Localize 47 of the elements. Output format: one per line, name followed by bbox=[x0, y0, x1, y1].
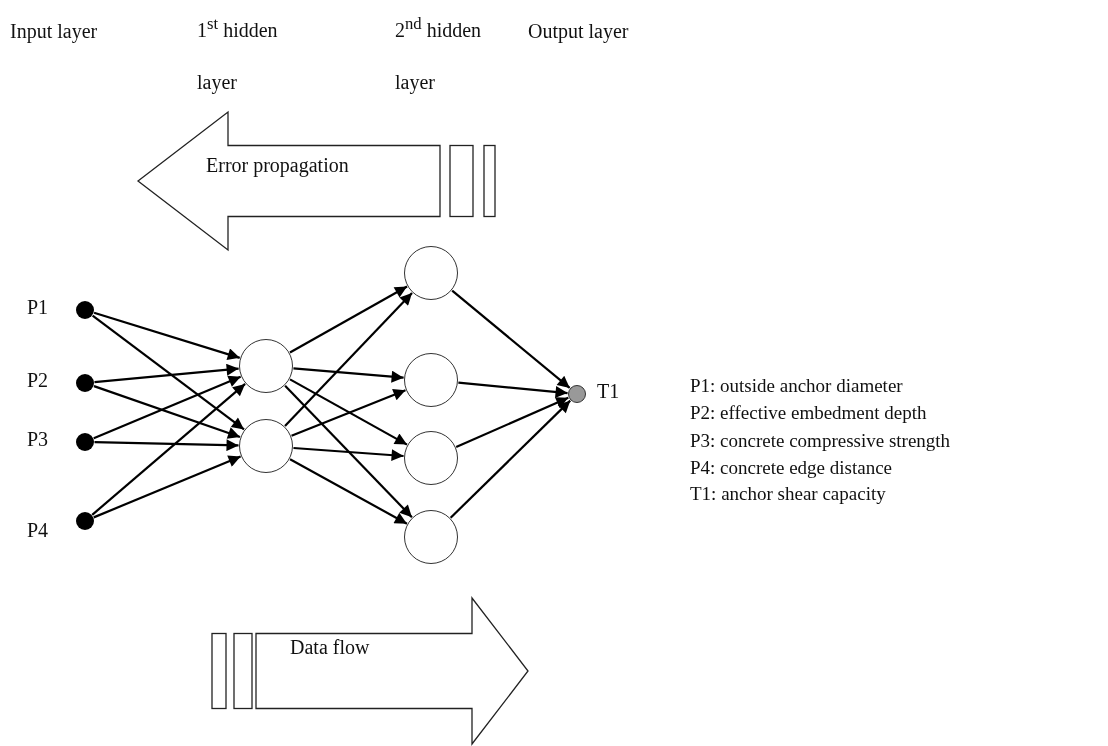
arrow-text: Data flow bbox=[290, 636, 370, 659]
input-node-dot bbox=[76, 433, 94, 451]
arrow bbox=[293, 446, 404, 462]
arrow-text: Error propagation bbox=[206, 154, 349, 177]
legend-text: P2: effective embedment depth bbox=[690, 401, 927, 425]
arrow bbox=[93, 311, 241, 361]
arrow bbox=[93, 385, 241, 439]
neuron-circle bbox=[239, 419, 293, 473]
input-node-dot bbox=[76, 374, 94, 392]
arrow bbox=[449, 399, 571, 519]
arrow bbox=[289, 458, 408, 525]
neuron-circle bbox=[239, 339, 293, 393]
neuron-circle bbox=[404, 246, 458, 300]
arrow bbox=[455, 396, 569, 448]
layer-heading: 1$^{st}$ hidden layer bbox=[197, 13, 279, 96]
arrow bbox=[91, 383, 246, 516]
arrow bbox=[289, 285, 408, 354]
legend-text: P4: concrete edge distance bbox=[690, 456, 893, 480]
arrow bbox=[451, 289, 571, 389]
legend-text: P3: concrete compressive strength bbox=[690, 429, 951, 453]
arrow bbox=[93, 455, 241, 519]
legend-text: T1: anchor shear capacity bbox=[690, 482, 886, 506]
arrow bbox=[291, 389, 406, 437]
legend-text: P1: outside anchor diameter bbox=[690, 374, 903, 398]
arrow bbox=[284, 292, 413, 427]
input-node-dot bbox=[76, 301, 94, 319]
arrow bbox=[94, 363, 239, 384]
arrow bbox=[289, 378, 408, 446]
arrow bbox=[94, 439, 239, 452]
arrow bbox=[458, 381, 568, 398]
layer-heading: 2$^{nd}$ hidden layer bbox=[395, 13, 483, 96]
input-node-dot bbox=[76, 512, 94, 530]
arrow bbox=[93, 375, 242, 440]
layer-heading: Input layer bbox=[10, 19, 98, 45]
node-label: P3 bbox=[27, 427, 49, 452]
neuron-circle bbox=[404, 510, 458, 564]
layer-heading: Output layer bbox=[528, 19, 629, 45]
neuron-circle bbox=[404, 353, 458, 407]
arrow bbox=[91, 314, 245, 431]
arrow bbox=[284, 385, 413, 518]
node-label: T1 bbox=[597, 379, 620, 404]
neuron-circle bbox=[404, 431, 458, 485]
node-label: P1 bbox=[27, 295, 49, 320]
output-node-dot bbox=[568, 385, 586, 403]
arrow bbox=[293, 367, 404, 383]
node-label: P4 bbox=[27, 518, 49, 543]
node-label: P2 bbox=[27, 368, 49, 393]
